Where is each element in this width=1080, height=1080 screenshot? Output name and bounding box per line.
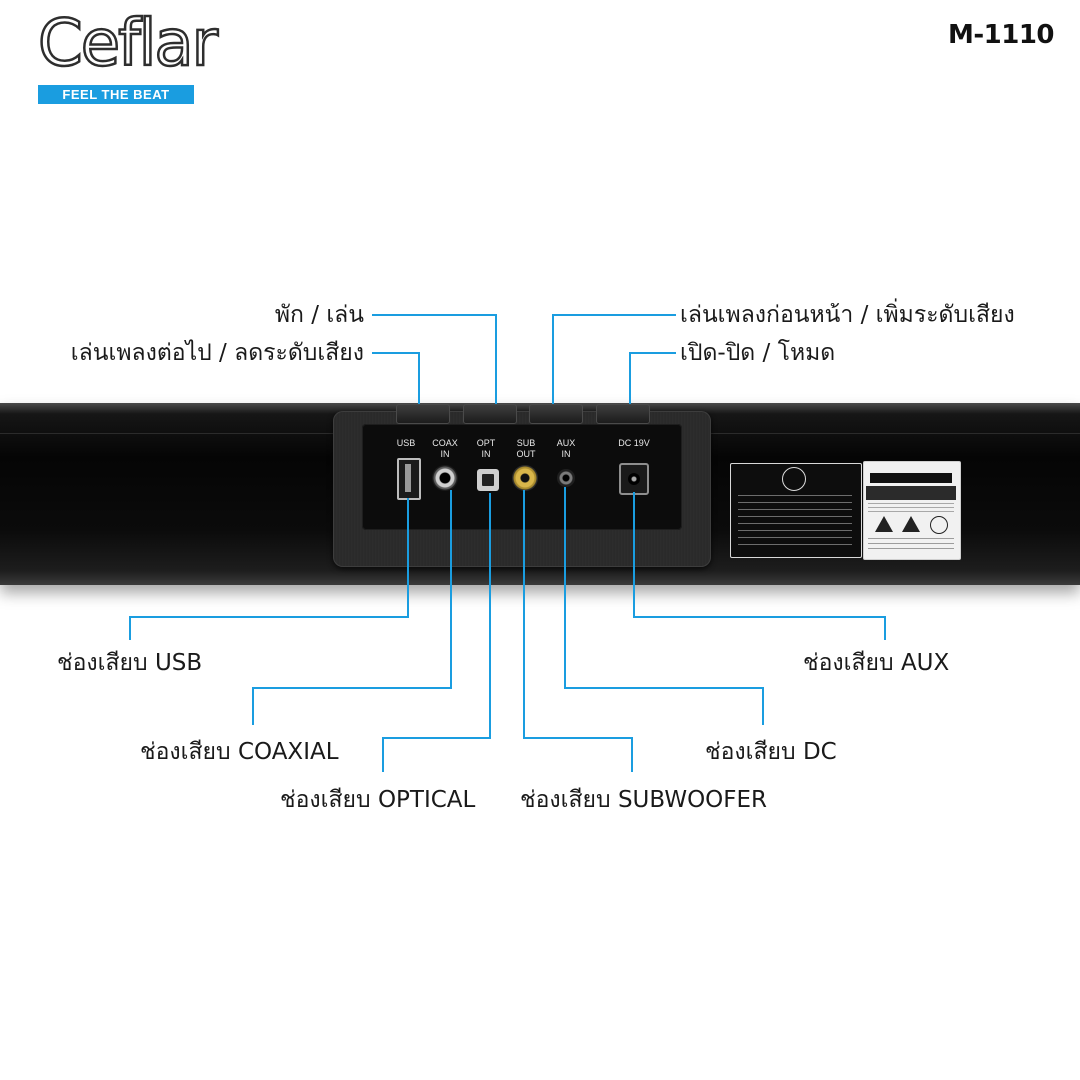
caution-icon xyxy=(902,516,920,532)
port-label-dc: DC 19V xyxy=(618,438,650,448)
port-label-usb: USB xyxy=(396,438,416,448)
line-optical xyxy=(382,493,491,772)
line-subwoofer xyxy=(523,490,633,772)
callout-optical-port: ช่องเสียบ OPTICAL xyxy=(280,787,476,813)
callout-subwoofer-port: ช่องเสียบ SUBWOOFER xyxy=(520,787,768,813)
callout-usb-port: ช่องเสียบ USB xyxy=(57,650,203,676)
certification-mark-icon xyxy=(782,467,806,491)
callout-previous-volume-up: เล่นเพลงก่อนหน้า / เพิ่มระดับเสียง xyxy=(680,302,1015,328)
port-label-sub: SUB OUT xyxy=(516,438,536,459)
line-next-vol-down xyxy=(372,352,420,404)
callout-dc-port: ช่องเสียบ DC xyxy=(705,739,837,765)
optical-port[interactable] xyxy=(477,469,499,491)
brand-tagline: FEEL THE BEAT xyxy=(38,85,194,104)
previous-volume-up-button[interactable] xyxy=(529,404,583,424)
power-mode-button[interactable] xyxy=(596,404,650,424)
warning-fine-print xyxy=(868,503,954,513)
model-number: M-1110 xyxy=(947,20,1055,50)
shock-warning-icon xyxy=(875,516,893,532)
line-play-pause xyxy=(372,314,497,404)
warning-subtitle-bar xyxy=(866,486,956,500)
line-coaxial xyxy=(252,490,452,725)
port-label-aux: AUX IN xyxy=(556,438,576,459)
line-prev-vol-up xyxy=(552,314,676,404)
line-aux xyxy=(633,492,886,640)
callout-aux-port: ช่องเสียบ AUX xyxy=(803,650,950,676)
port-label-opt: OPT IN xyxy=(476,438,496,459)
aux-port[interactable] xyxy=(557,469,575,487)
callout-next-volume-down: เล่นเพลงต่อไป / ลดระดับเสียง xyxy=(70,340,364,366)
line-dc xyxy=(564,487,764,725)
line-usb xyxy=(129,498,409,640)
subwoofer-port[interactable] xyxy=(512,465,538,491)
line-power-mode xyxy=(629,352,676,404)
callout-coaxial-port: ช่องเสียบ COAXIAL xyxy=(140,739,339,765)
ac-symbol-icon xyxy=(930,516,948,534)
warning-footer-print xyxy=(868,538,954,552)
regulatory-fine-print xyxy=(738,495,852,550)
next-volume-down-button[interactable] xyxy=(396,404,450,424)
callout-play-pause: พัก / เล่น xyxy=(274,302,364,328)
brand-logo: Ceflar xyxy=(37,7,219,81)
port-label-coax: COAX IN xyxy=(432,438,458,459)
callout-power-mode: เปิด-ปิด / โหมด xyxy=(680,340,836,366)
warning-title-bar xyxy=(870,473,952,483)
coaxial-port[interactable] xyxy=(432,465,458,491)
play-pause-button[interactable] xyxy=(463,404,517,424)
